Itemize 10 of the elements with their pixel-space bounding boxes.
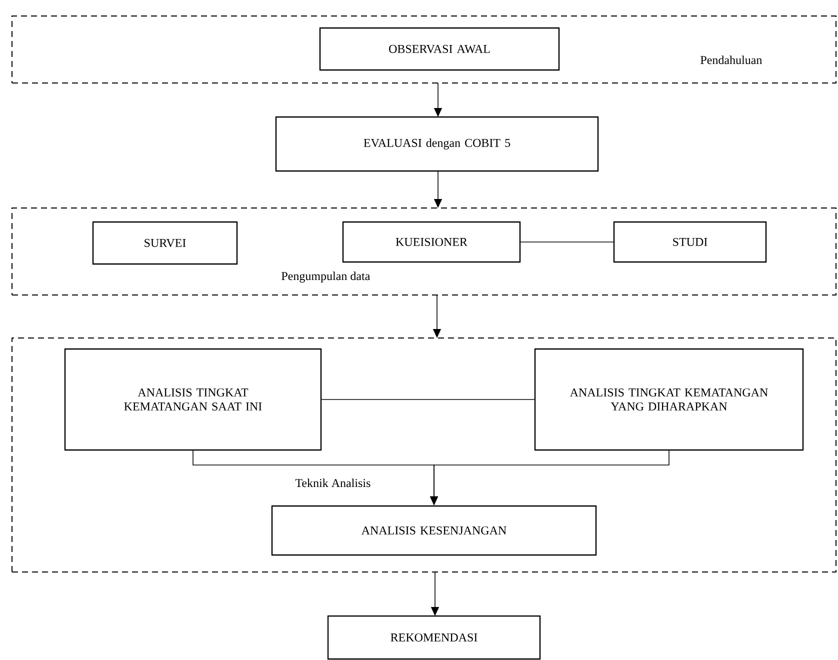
process-box: REKOMENDASI [327,615,541,660]
process-box: ANALISIS KESENJANGAN [271,505,597,556]
process-box: STUDI [613,221,767,263]
process-box: EVALUASI dengan COBIT 5 [275,116,599,172]
process-box: OBSERVASI AWAL [319,27,560,71]
process-box: ANALISIS TINGKAT KEMATANGAN SAAT INI [64,348,322,451]
process-box: ANALISIS TINGKAT KEMATANGAN YANG DIHARAPKAN [534,348,804,451]
connector [321,399,535,400]
process-box: SURVEI [92,221,238,265]
process-box: KUEISIONER [342,221,521,263]
